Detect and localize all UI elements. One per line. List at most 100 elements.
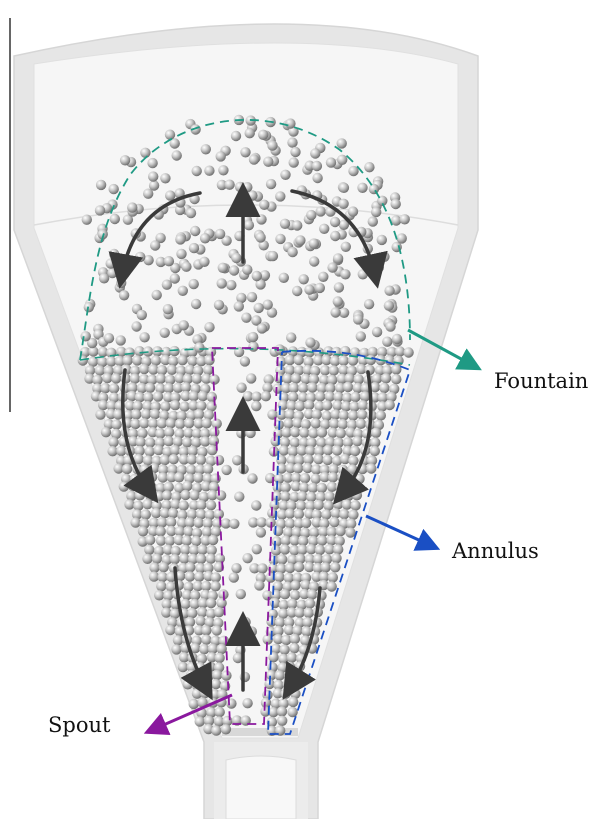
particle bbox=[372, 327, 382, 337]
particle bbox=[317, 535, 327, 545]
particle bbox=[400, 214, 410, 224]
particle bbox=[281, 482, 291, 492]
particle bbox=[317, 427, 327, 437]
particle bbox=[229, 519, 239, 529]
particle bbox=[357, 409, 367, 419]
particle bbox=[292, 220, 302, 230]
particle bbox=[252, 271, 262, 281]
particle bbox=[203, 365, 213, 375]
particle bbox=[357, 183, 367, 193]
particle bbox=[248, 341, 258, 351]
particle bbox=[166, 418, 176, 428]
particle bbox=[323, 445, 333, 455]
particle bbox=[257, 563, 267, 573]
particle bbox=[95, 409, 105, 419]
particle bbox=[352, 490, 362, 500]
particle bbox=[335, 526, 345, 536]
particle bbox=[294, 355, 304, 365]
particle bbox=[178, 286, 188, 296]
particle bbox=[182, 535, 192, 545]
particle bbox=[297, 545, 307, 555]
particle bbox=[119, 290, 129, 300]
particle bbox=[338, 199, 348, 209]
particle bbox=[287, 707, 297, 717]
particle bbox=[266, 179, 276, 189]
particle bbox=[155, 428, 165, 438]
particle bbox=[194, 342, 204, 352]
particle bbox=[196, 616, 206, 626]
particle bbox=[187, 608, 197, 618]
particle bbox=[279, 445, 289, 455]
particle bbox=[197, 607, 207, 617]
particle bbox=[277, 554, 287, 564]
particle bbox=[343, 382, 353, 392]
particle bbox=[286, 332, 296, 342]
particle bbox=[245, 428, 255, 438]
particle bbox=[340, 269, 350, 279]
particle bbox=[327, 581, 337, 591]
particle bbox=[317, 483, 327, 493]
particle bbox=[252, 544, 262, 554]
particle bbox=[326, 157, 336, 167]
particle bbox=[206, 500, 216, 510]
particle bbox=[371, 428, 381, 438]
particle bbox=[214, 300, 224, 310]
particle bbox=[289, 643, 299, 653]
particle bbox=[144, 545, 154, 555]
particle bbox=[337, 138, 347, 148]
particle bbox=[240, 147, 250, 157]
particle bbox=[142, 554, 152, 564]
particle bbox=[232, 455, 242, 465]
particle bbox=[164, 383, 174, 393]
particle bbox=[201, 144, 211, 154]
particle bbox=[145, 446, 155, 456]
particle bbox=[214, 653, 224, 663]
particle bbox=[391, 199, 401, 209]
particle bbox=[298, 383, 308, 393]
particle bbox=[285, 409, 295, 419]
particle bbox=[214, 607, 224, 617]
particle bbox=[141, 509, 151, 519]
particle bbox=[204, 322, 214, 332]
particle bbox=[138, 526, 148, 536]
spout-label: Spout bbox=[48, 713, 111, 737]
particle bbox=[301, 518, 311, 528]
particle bbox=[165, 130, 175, 140]
particle bbox=[164, 256, 174, 266]
particle bbox=[154, 445, 164, 455]
particle bbox=[189, 243, 199, 253]
particle bbox=[384, 286, 394, 296]
particle bbox=[209, 436, 219, 446]
particle bbox=[307, 589, 317, 599]
particle bbox=[186, 465, 196, 475]
particle bbox=[256, 527, 266, 537]
particle bbox=[139, 332, 149, 342]
particle bbox=[139, 364, 149, 374]
particle bbox=[240, 356, 250, 366]
particle bbox=[307, 382, 317, 392]
particle bbox=[130, 517, 140, 527]
particle bbox=[337, 155, 347, 165]
particle bbox=[403, 347, 413, 357]
particle bbox=[259, 200, 269, 210]
particle bbox=[210, 581, 220, 591]
particle bbox=[163, 590, 173, 600]
particle bbox=[151, 355, 161, 365]
particle bbox=[179, 500, 189, 510]
particle bbox=[329, 517, 339, 527]
particle bbox=[356, 331, 366, 341]
particle bbox=[135, 490, 145, 500]
particle bbox=[280, 170, 290, 180]
particle bbox=[157, 517, 167, 527]
particle bbox=[314, 500, 324, 510]
particle bbox=[341, 242, 351, 252]
particle bbox=[275, 191, 285, 201]
particle bbox=[299, 274, 309, 284]
particle bbox=[280, 491, 290, 501]
particle bbox=[324, 491, 334, 501]
particle bbox=[167, 365, 177, 375]
particle bbox=[184, 418, 194, 428]
particle bbox=[251, 392, 261, 402]
particle bbox=[382, 337, 392, 347]
particle bbox=[384, 301, 394, 311]
